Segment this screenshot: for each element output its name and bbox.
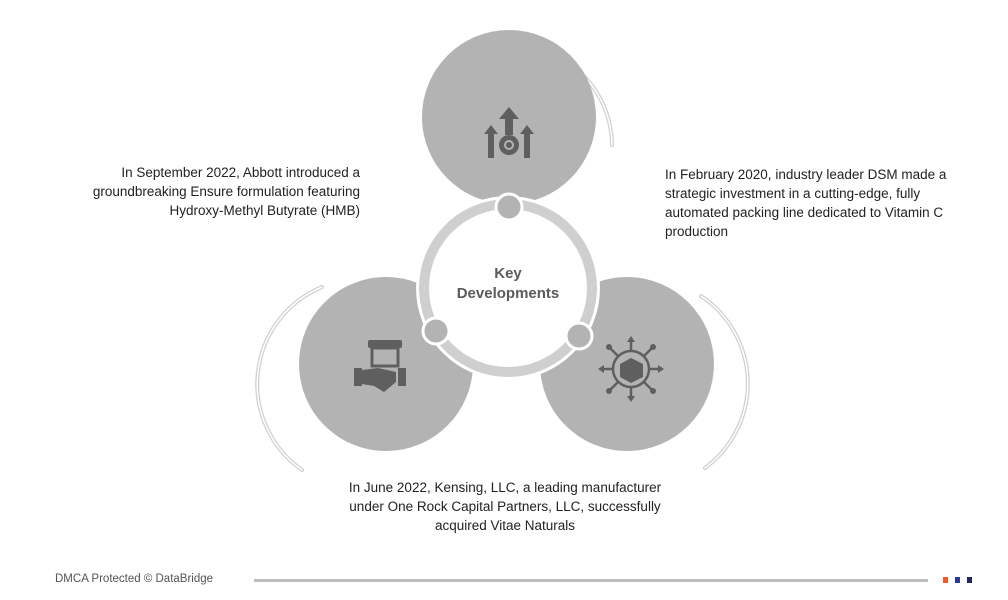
development-kensing: In June 2022, Kensing, LLC, a leading ma… bbox=[348, 480, 662, 533]
center-title-line2: Developments bbox=[456, 285, 560, 302]
growth-arrows-gear-icon bbox=[484, 107, 534, 158]
ring-dot-right bbox=[564, 321, 594, 351]
development-dsm: In February 2020, industry leader DSM ma… bbox=[665, 167, 947, 239]
footer-dot-orange bbox=[943, 577, 948, 583]
footer-divider bbox=[254, 579, 928, 582]
footer-dot-navy bbox=[967, 577, 972, 583]
handshake-store-icon bbox=[354, 340, 406, 392]
center-title: Key Developments bbox=[438, 264, 578, 304]
box-distribution-icon bbox=[598, 336, 664, 402]
footer-dot-blue bbox=[955, 577, 960, 583]
ring-dot-left bbox=[421, 316, 451, 346]
center-title-line1: Key bbox=[494, 265, 522, 282]
ring-dot-top bbox=[494, 192, 524, 222]
footer-copyright: DMCA Protected © DataBridge bbox=[55, 573, 214, 585]
development-abbott: In September 2022, Abbott introduced a g… bbox=[92, 165, 360, 218]
